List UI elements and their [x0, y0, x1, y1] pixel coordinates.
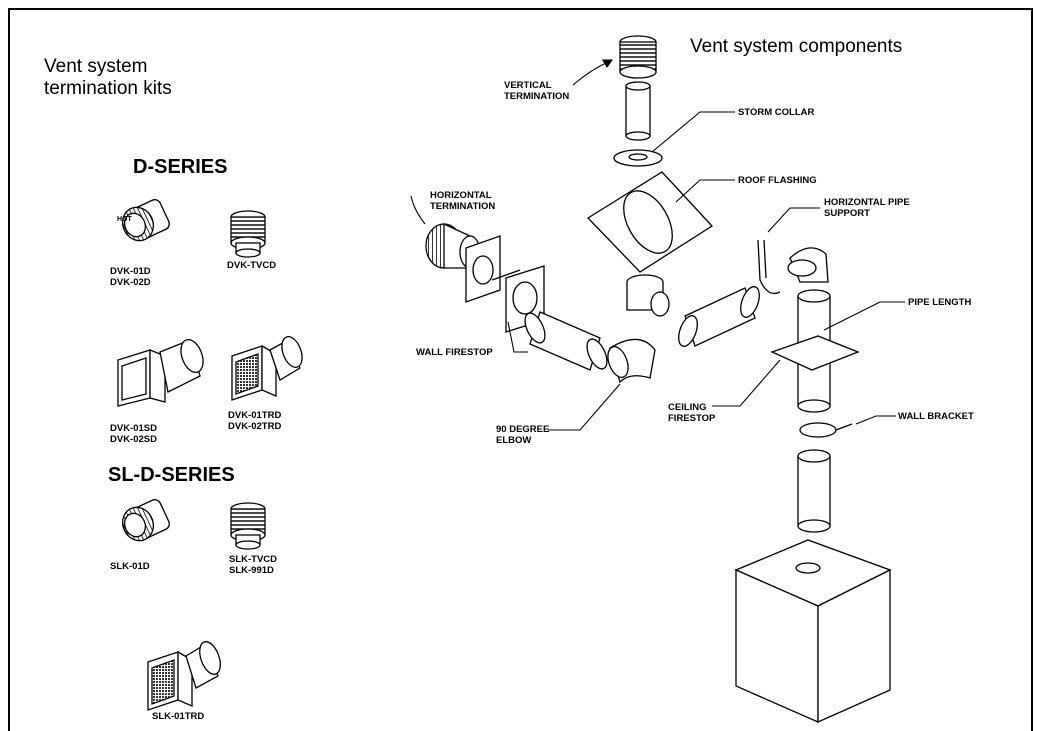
- slk-01trd-drawing: [147, 641, 221, 711]
- slk-01d-cap-drawing: [121, 499, 170, 542]
- appliance-box-drawing: [734, 539, 892, 724]
- label-storm-collar: STORM COLLAR: [738, 107, 815, 118]
- label-dvk-01d-02d: DVK-01D DVK-02D: [110, 266, 151, 288]
- label-vertical-termination: VERTICAL TERMINATION: [504, 80, 570, 102]
- cap-marking: HOT: [117, 216, 132, 223]
- lower-pipe-drawing: [797, 449, 831, 533]
- label-slk-tvcd-991d: SLK-TVCD SLK-991D: [229, 554, 278, 576]
- label-ceiling-firestop: CEILING FIRESTOP: [668, 402, 716, 424]
- ceiling-firestop-drawing: [770, 335, 860, 371]
- wall-bracket-drawing: [799, 422, 853, 438]
- vertical-termination-drawing: [619, 35, 657, 141]
- pipe-left-drawing: [524, 311, 608, 371]
- elbow-drawing: [607, 338, 656, 384]
- d-series-heading: D-SERIES: [133, 156, 228, 178]
- label-dvk-tvcd: DVK-TVCD: [227, 260, 277, 271]
- label-roof-flashing: ROOF FLASHING: [738, 175, 817, 186]
- sl-d-series-heading: SL-D-SERIES: [108, 464, 235, 486]
- pipe-middle-drawing: [678, 286, 760, 347]
- dvk-01d-cap-drawing: [121, 199, 170, 242]
- diagram-frame: [8, 8, 1033, 731]
- roof-flashing-drawing: [586, 171, 714, 273]
- storm-collar-drawing: [613, 149, 663, 167]
- label-slk-01trd: SLK-01TRD: [152, 711, 205, 722]
- label-wall-firestop: WALL FIRESTOP: [416, 347, 493, 358]
- label-wall-bracket: WALL BRACKET: [898, 411, 974, 422]
- label-dvk-01trd-02trd: DVK-01TRD DVK-02TRD: [228, 410, 282, 432]
- dvk-tvcd-drawing: [230, 210, 266, 258]
- components-title: Vent system components: [690, 36, 903, 57]
- label-dvk-01sd-02sd: DVK-01SD DVK-02SD: [110, 423, 157, 445]
- label-slk-01d: SLK-01D: [110, 561, 150, 572]
- label-90-degree-elbow: 90 DEGREE ELBOW: [496, 424, 550, 446]
- elbow-top-drawing: [787, 247, 829, 283]
- tee-drawing: [626, 274, 670, 317]
- slk-tvcd-drawing: [230, 502, 266, 550]
- label-pipe-length: PIPE LENGTH: [908, 297, 972, 308]
- dvk-01trd-drawing: [231, 336, 303, 401]
- leader-lines: [410, 59, 905, 431]
- pipe-support-drawing: [757, 239, 781, 295]
- kits-title: Vent system termination kits: [44, 56, 172, 99]
- label-horizontal-pipe-support: HORIZONTAL PIPE SUPPORT: [824, 197, 910, 219]
- dvk-01sd-drawing: [117, 339, 204, 407]
- label-horizontal-termination: HORIZONTAL TERMINATION: [430, 190, 496, 212]
